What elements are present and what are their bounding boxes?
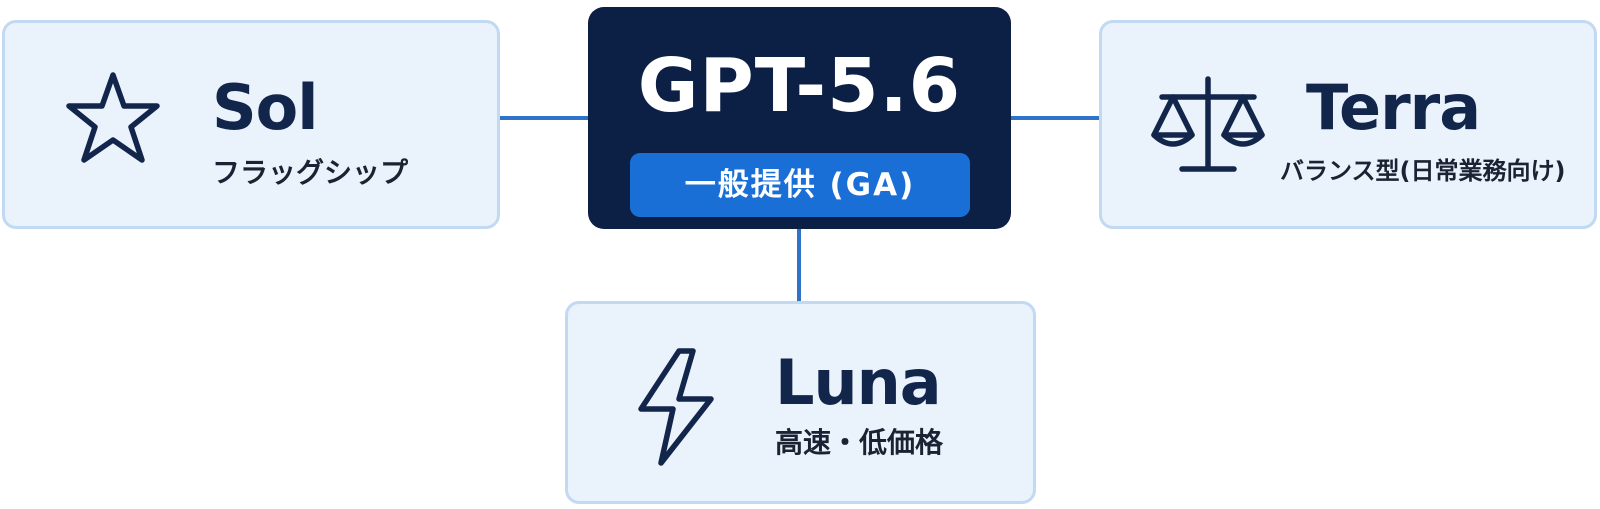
scale-icon — [1151, 76, 1265, 172]
connector-sol — [498, 116, 590, 120]
model-name-terra: Terra — [1306, 71, 1481, 144]
connector-luna — [797, 227, 801, 303]
model-name-luna: Luna — [775, 346, 942, 419]
model-name-sol: Sol — [212, 71, 318, 144]
central-model-node: GPT-5.6 一般提供 (GA) — [588, 7, 1011, 229]
connector-terra — [1009, 116, 1101, 120]
model-card-luna: Luna 高速・低価格 — [565, 301, 1036, 504]
star-icon — [66, 72, 160, 163]
model-description-sol: フラッグシップ — [212, 156, 409, 189]
model-description-luna: 高速・低価格 — [775, 426, 944, 459]
model-description-terra: バランス型(日常業務向け) — [1280, 157, 1566, 185]
ga-status-badge: 一般提供 (GA) — [630, 153, 970, 217]
model-card-terra: Terra バランス型(日常業務向け) — [1099, 20, 1597, 229]
central-model-title: GPT-5.6 — [637, 43, 962, 129]
lightning-icon — [638, 348, 714, 466]
model-card-sol: Sol フラッグシップ — [2, 20, 500, 229]
